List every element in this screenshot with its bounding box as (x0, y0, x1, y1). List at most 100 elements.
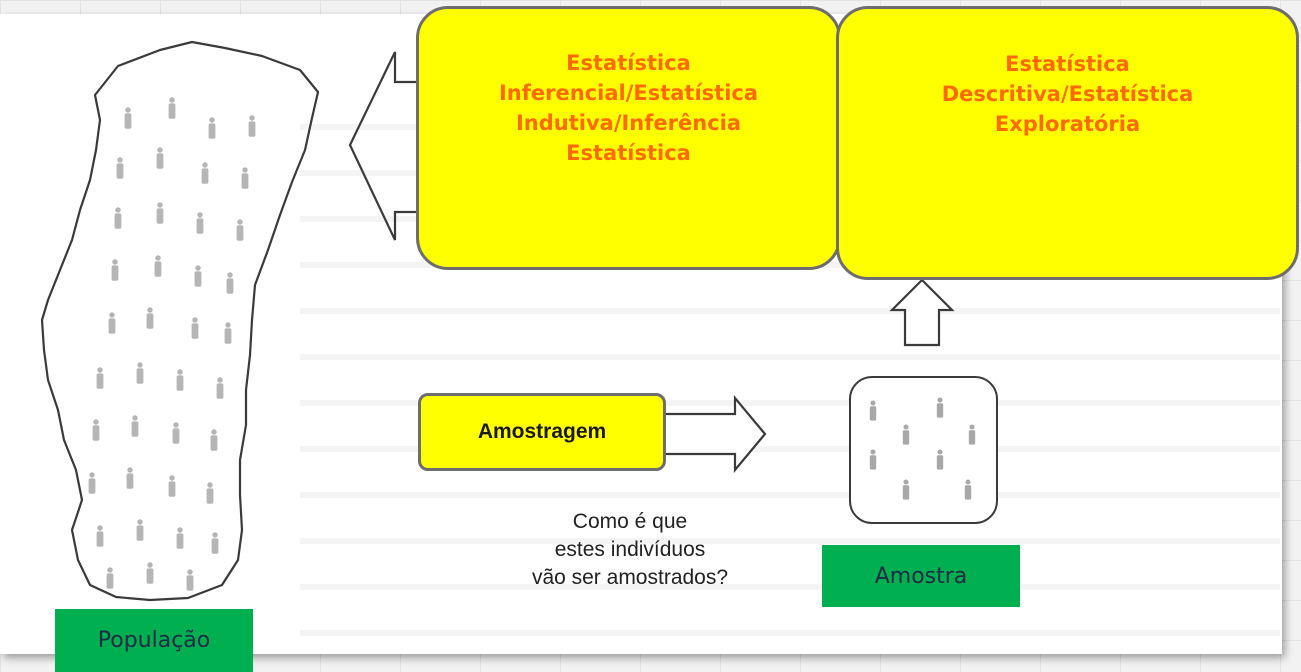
person-figure-body (194, 271, 202, 287)
person-figure-icon (147, 307, 153, 313)
person-figure-body (146, 313, 154, 329)
inferential-line-1: Estatística (566, 51, 691, 75)
person-figure-icon (197, 212, 203, 218)
person-figure-icon (89, 472, 95, 478)
person-figure-icon (93, 419, 99, 425)
person-figure-body (196, 218, 204, 234)
person-figure-icon (169, 97, 175, 103)
descriptive-line-2: Descritiva/Estatística (941, 82, 1194, 106)
question-line-2: estes indivíduos (554, 538, 706, 561)
person-figure-icon (870, 449, 876, 455)
person-figure-icon (97, 367, 103, 373)
person-figure-icon (107, 567, 113, 573)
person-figure-body (124, 113, 132, 129)
person-figure-icon (137, 362, 143, 368)
person-figure-icon (177, 369, 183, 375)
person-figure-body (88, 478, 96, 494)
person-figure-icon (109, 312, 115, 318)
person-figure-body (216, 383, 224, 399)
person-figure-body (236, 225, 244, 241)
person-figure-body (172, 428, 180, 444)
person-figure-icon (870, 400, 876, 406)
person-figure-body (176, 533, 184, 549)
person-figure-icon (169, 475, 175, 481)
person-figure-body (902, 430, 910, 445)
question-line-3: vão ser amostrados? (531, 566, 729, 589)
person-figure-icon (173, 422, 179, 428)
person-figure-body (156, 208, 164, 224)
person-figure-icon (969, 424, 975, 430)
person-figure-body (191, 323, 199, 339)
person-figure-body (108, 318, 116, 334)
inferential-line-2: Inferencial/Estatística (498, 81, 759, 105)
descriptive-line-3: Exploratória (994, 112, 1141, 136)
person-figure-icon (965, 479, 971, 485)
person-figure-body (96, 373, 104, 389)
sampling-question: Como é que estes indivíduos vão ser amos… (520, 508, 740, 592)
person-figure-body (208, 123, 216, 139)
person-figure-icon (155, 255, 161, 261)
person-figure-body (224, 328, 232, 344)
person-figure-body (936, 403, 944, 418)
person-figure-icon (125, 107, 131, 113)
person-figure-body (96, 531, 104, 547)
sampling-box: Amostragem (418, 393, 666, 471)
person-figure-icon (157, 147, 163, 153)
person-figure-icon (209, 117, 215, 123)
person-figure-icon (249, 115, 255, 121)
person-figure-body (92, 425, 100, 441)
person-figure-icon (117, 157, 123, 163)
person-figure-icon (202, 162, 208, 168)
person-figure-body (241, 173, 249, 189)
person-figure-body (210, 435, 218, 451)
person-figure-icon (112, 259, 118, 265)
person-figure-icon (217, 377, 223, 383)
person-figure-body (869, 406, 877, 421)
inferential-statistics-box: Estatística Inferencial/Estatística Indu… (416, 6, 841, 270)
person-figure-icon (127, 467, 133, 473)
person-figure-body (186, 575, 194, 591)
person-figure-icon (177, 527, 183, 533)
person-figure-icon (903, 479, 909, 485)
person-figure-icon (242, 167, 248, 173)
person-figure-icon (207, 482, 213, 488)
person-figure-icon (937, 449, 943, 455)
person-figure-icon (237, 219, 243, 225)
descriptive-line-1: Estatística (1005, 52, 1130, 76)
person-figure-body (176, 375, 184, 391)
person-figure-body (114, 213, 122, 229)
person-figure-icon (903, 424, 909, 430)
sampling-arrow-icon (660, 394, 767, 474)
person-figure-body (964, 485, 972, 500)
person-figure-body (902, 485, 910, 500)
person-figure-body (146, 568, 154, 584)
person-figure-icon (195, 265, 201, 271)
portugal-map-outline-icon (40, 40, 320, 602)
inferential-line-4: Estatística (566, 141, 691, 165)
person-figure-body (968, 430, 976, 445)
inferential-line-3: Indutiva/Inferência (515, 111, 742, 135)
person-figure-body (226, 278, 234, 294)
person-figure-icon (132, 415, 138, 421)
person-figure-icon (211, 429, 217, 435)
person-figure-body (126, 473, 134, 489)
person-figure-icon (115, 207, 121, 213)
person-figure-icon (147, 562, 153, 568)
person-figure-body (154, 261, 162, 277)
inference-arrow-icon (348, 51, 420, 241)
person-figure-icon (212, 532, 218, 538)
person-figure-body (136, 368, 144, 384)
person-figure-body (156, 153, 164, 169)
person-figure-body (136, 525, 144, 541)
person-figure-body (206, 488, 214, 504)
sample-people (869, 397, 976, 500)
person-figure-body (936, 455, 944, 470)
descriptive-statistics-box: Estatística Descritiva/Estatística Explo… (836, 6, 1299, 280)
person-figure-body (168, 481, 176, 497)
population-people (88, 97, 256, 591)
person-figure-icon (97, 525, 103, 531)
person-figure-icon (192, 317, 198, 323)
population-label: População (55, 609, 253, 672)
person-figure-body (106, 573, 114, 589)
